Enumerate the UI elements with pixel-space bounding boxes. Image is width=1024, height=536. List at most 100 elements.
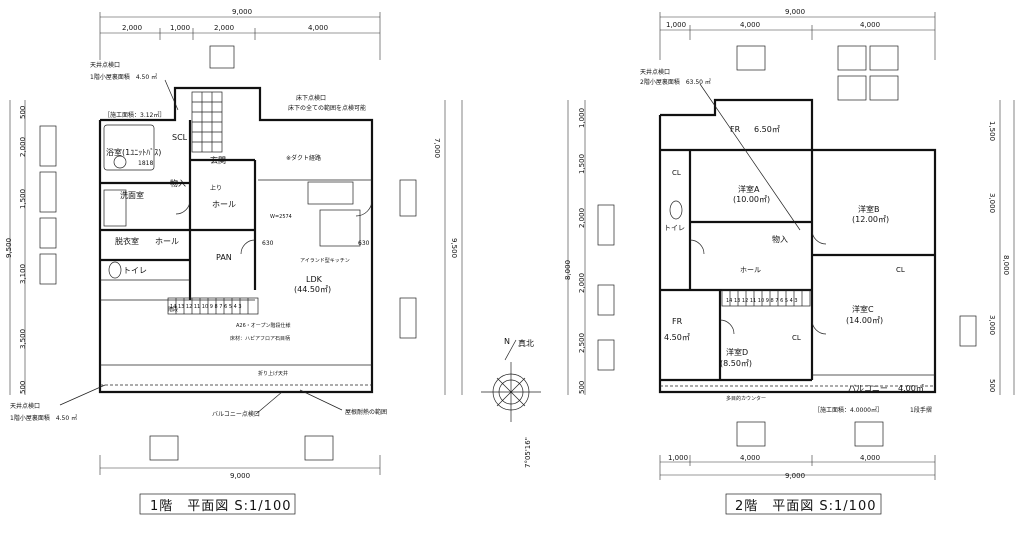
f1-window-specs bbox=[39, 45, 417, 461]
f1-title: 1階 平面図 S:1/100 bbox=[150, 499, 292, 514]
compass-true-north: 真北 bbox=[518, 338, 534, 348]
f2-dim-left-total: 8,000 bbox=[564, 260, 572, 280]
f2-note-attic-area: 2階小屋裏面積 63.50 ㎡ bbox=[640, 78, 711, 86]
f1-note-construction-area: ［施工面積：3.12㎡］ bbox=[104, 111, 165, 119]
f2-room-d-area: (8.50㎡) bbox=[720, 359, 752, 368]
f1-room-entrance: 玄関 bbox=[210, 155, 226, 165]
f2-dim-left-5: 2,500 bbox=[578, 333, 586, 353]
f2-dim-top-total: 9,000 bbox=[785, 8, 805, 16]
f1-dim-top-2: 1,000 bbox=[170, 24, 190, 32]
f1-stairs-count: 階段 bbox=[168, 306, 178, 313]
f1-note-duct: ※ダクト経路 bbox=[286, 154, 321, 162]
f2-room-balcony: バルコニー bbox=[848, 384, 888, 393]
f2-room-a-area: (10.00㎡) bbox=[733, 195, 770, 204]
f1-note-roof-range: 屋根耐熱の範囲 bbox=[345, 408, 387, 416]
compass-angle: 7°05'16" bbox=[524, 437, 532, 468]
f1-room-changing: 脱衣室 bbox=[115, 236, 139, 246]
f2-dim-left-6: 500 bbox=[578, 381, 586, 394]
f2-dim-bottom-3: 4,000 bbox=[860, 454, 880, 462]
f1-dim-bottom: 9,000 bbox=[230, 472, 250, 480]
f2-dim-left-1: 1,000 bbox=[578, 108, 586, 128]
compass-north: N bbox=[504, 337, 510, 346]
f1-room-scl: SCL bbox=[172, 133, 188, 142]
f2-cl-a: CL bbox=[672, 169, 681, 177]
f1-note-ceiling-h-2: 630 bbox=[358, 240, 370, 247]
f2-dim-bottom-total: 9,000 bbox=[785, 472, 805, 480]
f1-dim-top-3: 2,000 bbox=[214, 24, 234, 32]
f2-room-fr-left-area: 4.50㎡ bbox=[664, 333, 690, 342]
f1-room-ldk-area: (44.50㎡) bbox=[294, 285, 331, 294]
f1-room-pan: PAN bbox=[216, 253, 232, 262]
f1-dim-top-4: 4,000 bbox=[308, 24, 328, 32]
f1-room-hall-a: ホール bbox=[212, 200, 236, 209]
f2-room-fr-left: FR bbox=[672, 317, 683, 326]
f1-room-washroom: 洗面室 bbox=[120, 190, 144, 200]
f2-room-c-area: (14.00㎡) bbox=[846, 316, 883, 325]
f1-stairs-up: 上り bbox=[210, 184, 222, 192]
f1-room-toilet: トイレ bbox=[123, 266, 147, 275]
f1-dim-right-2: 9,500 bbox=[450, 238, 458, 258]
f1-dim-left-4: 3,100 bbox=[19, 264, 27, 284]
f2-room-a: 洋室A bbox=[738, 184, 760, 194]
f1-note-stairs-count: 14 13 12 11 10 9 8 7 6 5 4 3 bbox=[170, 304, 242, 310]
f1-note-width: W=2574 bbox=[270, 214, 292, 220]
f1-note-balcony-check: バルコニー点検口 bbox=[212, 410, 260, 418]
floor2-plan: 9,000 1,000 4,000 4,000 1,000 4,000 4,00… bbox=[564, 8, 1015, 515]
f1-note-attic-area: 1階小屋裏面積 4.50 ㎡ bbox=[90, 73, 157, 81]
f1-dim-top-1: 2,000 bbox=[122, 24, 142, 32]
f2-dim-top-3: 4,000 bbox=[860, 21, 880, 29]
f2-dim-right-5: 500 bbox=[988, 379, 996, 392]
f1-note-kitchen: アイランド型キッチン bbox=[300, 257, 350, 264]
f2-dim-bottom-1: 1,000 bbox=[668, 454, 688, 462]
f2-note-stairs-count: 14 13 12 11 10 9 8 7 6 5 4 3 bbox=[726, 298, 798, 304]
f2-dim-left-2: 1,500 bbox=[578, 154, 586, 174]
f2-cl-c: CL bbox=[792, 334, 801, 342]
floor1-plan: 9,000 2,000 1,000 2,000 4,000 9,000 9,50… bbox=[5, 8, 463, 515]
f2-room-fr-top-area: 6.50㎡ bbox=[754, 125, 780, 134]
f1-dim-left-2: 2,000 bbox=[19, 137, 27, 157]
compass: N 真北 7°05'16" bbox=[481, 337, 541, 468]
f1-room-hall-b: ホール bbox=[155, 237, 179, 246]
f2-room-hall: ホール bbox=[740, 266, 761, 274]
f2-note-step: 1段手摺 bbox=[910, 406, 932, 414]
f2-room-b-area: (12.00㎡) bbox=[852, 215, 889, 224]
f1-dim-left-1: 500 bbox=[19, 106, 27, 119]
f1-dim-left-3: 1,500 bbox=[19, 189, 27, 209]
f1-note-attic-area-bottom: 1階小屋裏面積 4.50 ㎡ bbox=[10, 414, 77, 422]
f2-dim-top-2: 4,000 bbox=[740, 21, 760, 29]
f2-dim-top-1: 1,000 bbox=[666, 21, 686, 29]
f2-dim-right-4: 3,000 bbox=[988, 315, 996, 335]
f2-room-fr-top: FR bbox=[730, 125, 741, 134]
f1-note-ceiling-check-bottom: 天井点検口 bbox=[10, 402, 40, 410]
f2-note-construction-area: ［施工面積：4.0000㎡］ bbox=[814, 406, 883, 414]
f1-dim-right-1: 7,000 bbox=[433, 138, 441, 158]
f1-dim-left-6: 500 bbox=[19, 381, 27, 394]
f2-title: 2階 平面図 S:1/100 bbox=[735, 499, 877, 514]
f2-note-counter: 多目的カウンター bbox=[726, 395, 766, 402]
f1-room-closet: 物入 bbox=[170, 178, 186, 188]
f2-stairs bbox=[721, 289, 811, 307]
f1-entrance-tiles bbox=[191, 91, 223, 153]
f1-note-underfloor-all: 床下の全ての範囲を点検可能 bbox=[288, 104, 366, 112]
f1-note-underfloor-check: 床下点検口 bbox=[296, 94, 326, 102]
f1-room-bath: 浴室(1ﾕﾆｯﾄﾊﾞｽ) bbox=[106, 147, 161, 157]
f1-dim-left-total: 9,500 bbox=[5, 238, 13, 258]
f2-room-closet: 物入 bbox=[772, 234, 788, 244]
f2-note-ceiling-check: 天井点検口 bbox=[640, 68, 670, 76]
f2-room-b: 洋室B bbox=[858, 204, 880, 214]
f2-cl-b: CL bbox=[896, 266, 905, 274]
f2-room-toilet: トイレ bbox=[664, 224, 685, 232]
f1-stairs: 階段 bbox=[167, 297, 259, 315]
f1-dim-left-5: 3,500 bbox=[19, 329, 27, 349]
f2-room-c: 洋室C bbox=[852, 304, 874, 314]
f1-note-open-stairs: A26・オープン階段仕様 bbox=[236, 322, 290, 329]
f1-note-fold-ceiling: 折り上げ天井 bbox=[258, 370, 288, 377]
f2-dim-left-3: 2,000 bbox=[578, 208, 586, 228]
f1-room-ldk: LDK bbox=[306, 275, 323, 284]
f1-note-ceiling-h: 630 bbox=[262, 240, 274, 247]
f2-window-specs bbox=[597, 45, 977, 447]
f2-dim-bottom-2: 4,000 bbox=[740, 454, 760, 462]
f2-dim-right-3: 8,000 bbox=[1002, 255, 1010, 275]
f2-dim-right-2: 3,000 bbox=[988, 193, 996, 213]
